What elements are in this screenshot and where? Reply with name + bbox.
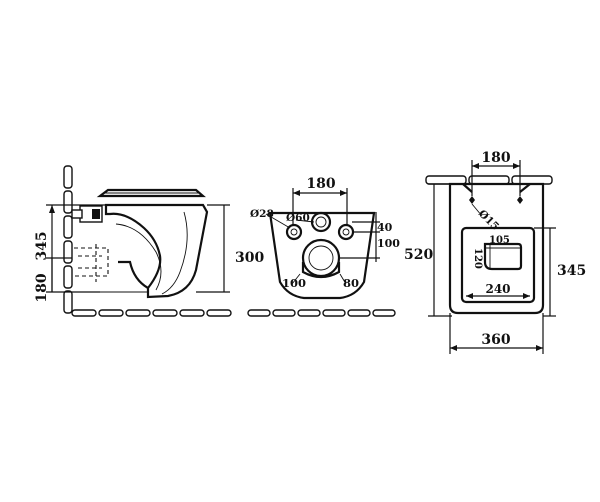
dim-front-bottom-lines bbox=[291, 273, 347, 285]
dim-520-label: 520 bbox=[404, 247, 433, 263]
top-holes bbox=[469, 196, 523, 204]
dim-300-line bbox=[196, 204, 230, 293]
top-inner-seat bbox=[460, 226, 536, 304]
dim-front-180-label: 180 bbox=[306, 176, 335, 192]
dim-28-label: Ø28 bbox=[250, 208, 274, 220]
floor-front bbox=[247, 309, 396, 317]
dim-top-345-line bbox=[534, 227, 556, 317]
dim-front-80-label: 80 bbox=[343, 276, 359, 290]
dim-top-345-label: 345 bbox=[557, 263, 586, 279]
dim-front-180-line bbox=[292, 188, 348, 226]
dim-front-100-label: 100 bbox=[282, 276, 306, 290]
dim-180-label: 180 bbox=[34, 273, 50, 302]
dim-345-label: 345 bbox=[34, 231, 50, 260]
dim-240-line bbox=[466, 293, 530, 299]
wall-left bbox=[63, 165, 73, 314]
dim-120-label: 120 bbox=[472, 248, 483, 269]
front-body-outline bbox=[268, 211, 376, 300]
front-view: 180 Ø28 Ø60 40 100 100 80 bbox=[247, 176, 400, 317]
dim-360-line bbox=[449, 313, 544, 354]
dim-520-line bbox=[428, 183, 452, 317]
side-view: 345 180 300 bbox=[34, 165, 264, 317]
dim-300-label: 300 bbox=[235, 250, 264, 266]
dim-top-180-line bbox=[471, 160, 521, 196]
dim-180-line bbox=[46, 257, 72, 292]
leader-28 bbox=[265, 213, 291, 229]
dim-front-right-lines bbox=[340, 212, 380, 262]
dim-240-label: 240 bbox=[485, 282, 510, 296]
top-opening bbox=[483, 242, 523, 271]
dim-105-label: 105 bbox=[489, 235, 510, 246]
leader-60 bbox=[295, 219, 315, 223]
top-body-outline bbox=[448, 182, 545, 315]
top-view: 180 Ø15 520 105 120 240 345 360 bbox=[404, 150, 586, 354]
dim-top-180-label: 180 bbox=[481, 150, 510, 166]
dim-60-label: Ø60 bbox=[286, 212, 310, 224]
dim-100-label: 100 bbox=[377, 237, 400, 250]
dim-15-label: Ø15 bbox=[476, 208, 501, 233]
leader-15 bbox=[471, 203, 483, 217]
wall-top bbox=[425, 175, 553, 185]
toilet-side-body bbox=[71, 188, 209, 299]
dim-360-label: 360 bbox=[481, 332, 510, 348]
floor-side bbox=[71, 309, 232, 317]
dim-40-label: 40 bbox=[377, 221, 393, 234]
